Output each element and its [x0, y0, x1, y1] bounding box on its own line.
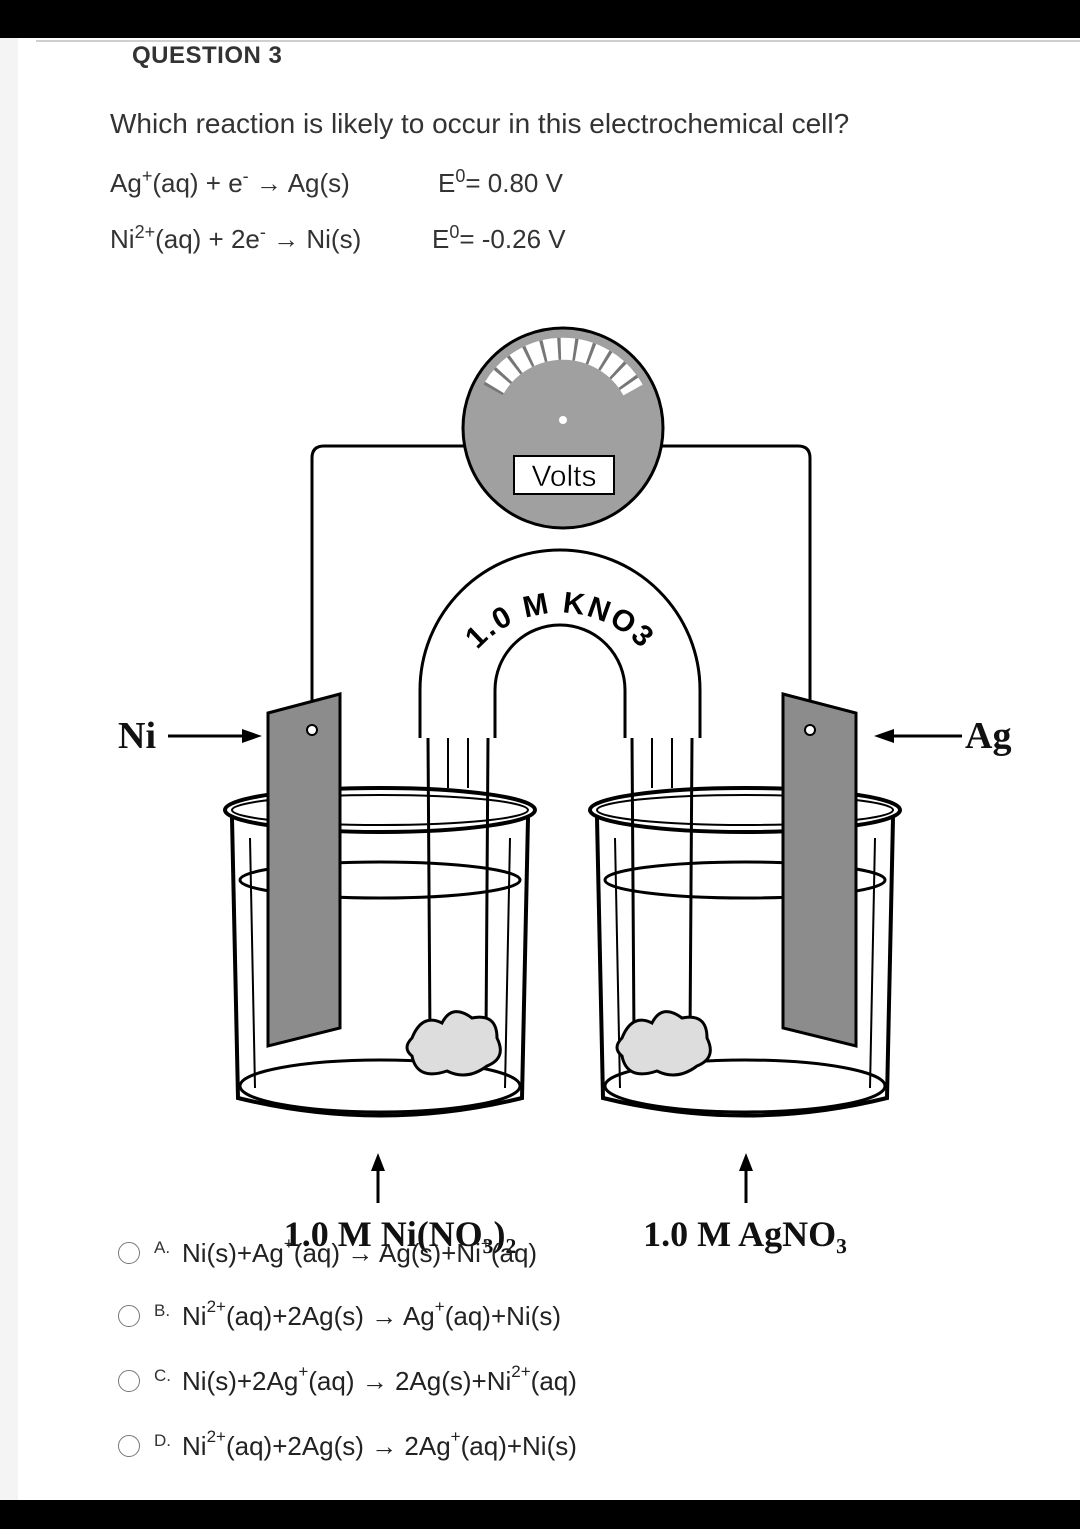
radio-b[interactable]	[118, 1305, 140, 1327]
radio-a[interactable]	[118, 1242, 140, 1264]
right-solution-label: 1.0 M AgNO₃	[643, 1214, 847, 1254]
option-text: Ni(s)+2Ag+(aq) → 2Ag(s)+Ni2+(aq)	[182, 1362, 577, 1396]
arrow-to-silver	[874, 729, 962, 743]
divider	[36, 40, 1080, 42]
right-wire	[655, 444, 812, 708]
option-letter: A.	[154, 1238, 171, 1257]
arrow-to-nickel	[168, 729, 262, 743]
radio-d[interactable]	[118, 1435, 140, 1457]
bottom-bar	[0, 1500, 1080, 1529]
question-page: QUESTION 3 Which reaction is likely to o…	[0, 38, 1080, 1500]
left-solution-label: 1.0 M Ni(NO₃)₂	[284, 1214, 517, 1254]
option-letter: B.	[154, 1301, 171, 1320]
salt-bridge-label: 1.0 M KNO3	[459, 586, 661, 655]
left-beaker	[223, 786, 537, 1118]
electrochemical-cell-diagram: Volts	[118, 326, 1011, 1254]
left-wire	[310, 444, 470, 708]
potential-silver: E0= 0.80 V	[438, 166, 563, 198]
right-beaker	[588, 786, 902, 1118]
option-text: Ni(s)+Ag+(aq) → Ag(s)+Ni+(aq)	[182, 1234, 538, 1268]
silver-label: Ag	[965, 715, 1011, 757]
nickel-electrode	[266, 692, 342, 1048]
option-text: Ni2+(aq)+2Ag(s) → 2Ag+(aq)+Ni(s)	[182, 1427, 577, 1461]
option-letter: C.	[154, 1366, 171, 1385]
question-title: QUESTION 3	[132, 42, 283, 69]
radio-c[interactable]	[118, 1370, 140, 1392]
nickel-label: Ni	[118, 715, 156, 757]
question-prompt: Which reaction is likely to occur in thi…	[110, 108, 850, 139]
arrow-to-left-solution	[371, 1153, 385, 1203]
arrow-to-right-solution	[739, 1153, 753, 1203]
option-text: Ni2+(aq)+2Ag(s) → Ag+(aq)+Ni(s)	[182, 1297, 561, 1331]
half-reaction-silver: Ag+(aq) + e- → Ag(s)	[110, 166, 350, 198]
potential-nickel: E0= -0.26 V	[432, 222, 566, 254]
left-gutter	[0, 38, 18, 1500]
voltmeter-label: Volts	[531, 460, 596, 493]
silver-electrode	[781, 692, 858, 1048]
half-reaction-nickel: Ni2+(aq) + 2e- → Ni(s)	[110, 222, 362, 254]
salt-bridge: 1.0 M KNO3	[405, 548, 712, 1077]
voltmeter: Volts	[461, 326, 665, 530]
option-letter: D.	[154, 1431, 171, 1450]
